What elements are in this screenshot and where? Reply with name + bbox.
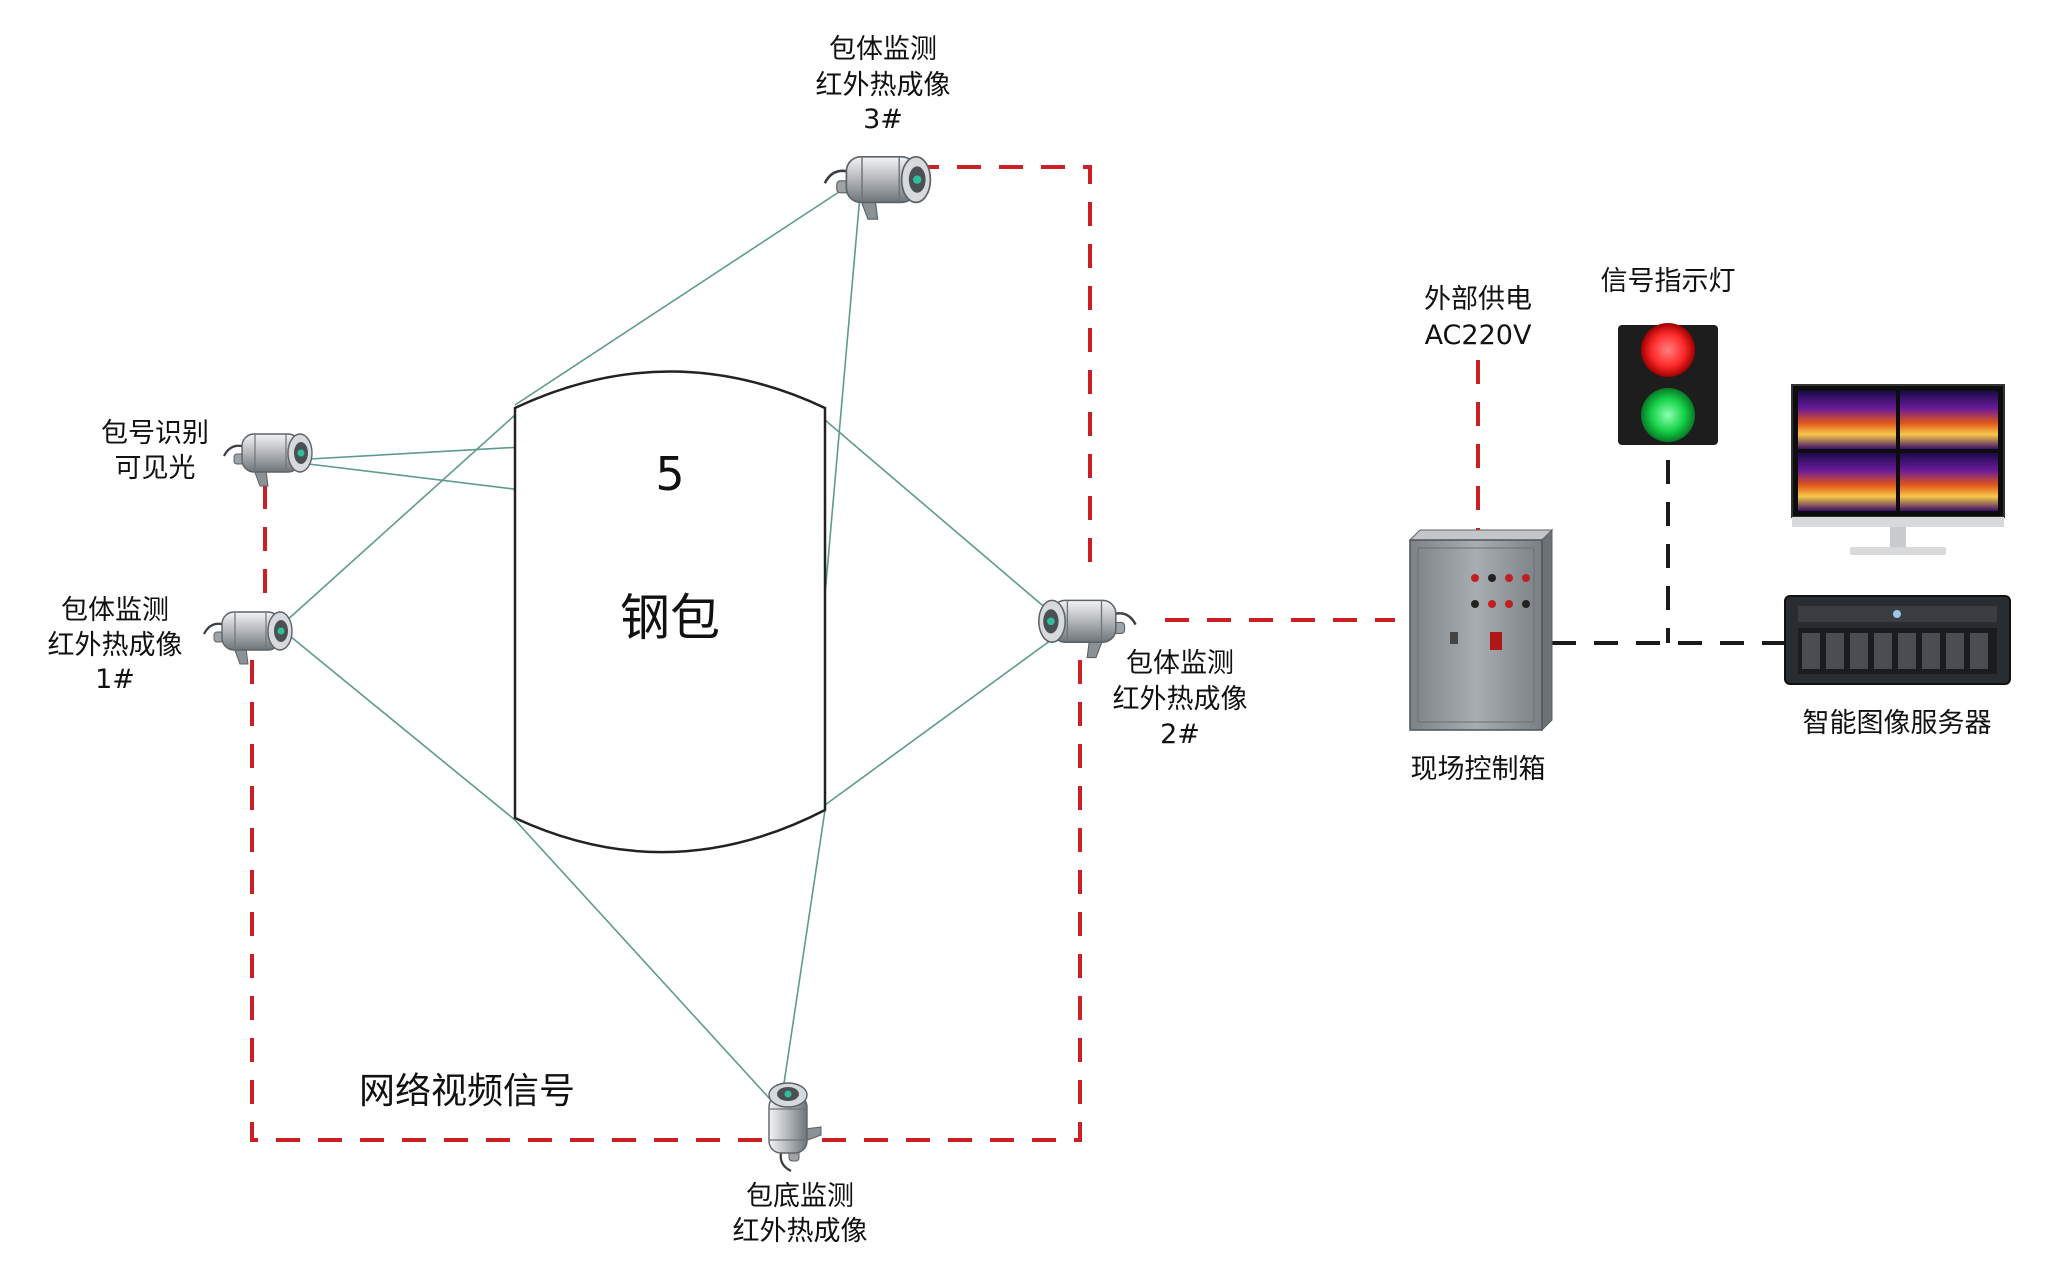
- cabinet-buttons: [1450, 574, 1530, 650]
- camera-label-line: 包号识别: [101, 418, 209, 449]
- visible-camera-icon: [222, 432, 314, 488]
- sight-line: [284, 631, 516, 821]
- camera-label-line: 红外热成像: [733, 1216, 868, 1247]
- green-light: [1641, 388, 1695, 442]
- sight-line: [284, 414, 516, 623]
- red-light: [1641, 323, 1695, 377]
- camera-label-line: 包体监测: [61, 595, 169, 626]
- wire-left-bottom: [250, 610, 1082, 1142]
- camera-2-right: 包体监测 红外热成像 2#: [1037, 599, 1248, 750]
- ladle-number: 5: [655, 447, 684, 501]
- sight-line: [824, 631, 1063, 806]
- traffic-light-icon: [1618, 323, 1718, 445]
- camera-label-line: 3#: [863, 104, 903, 135]
- thermal-camera-icon: [823, 155, 932, 221]
- power-label-line: AC220V: [1425, 320, 1532, 351]
- camera-label-line: 2#: [1160, 719, 1200, 750]
- ladle-label: 钢包: [620, 589, 720, 647]
- steel-ladle: 5 钢包: [513, 370, 827, 854]
- camera-label-line: 红外热成像: [1113, 684, 1248, 715]
- thermal-camera-icon: [202, 610, 294, 666]
- rack-server-icon: [1784, 595, 2011, 685]
- network-video-signal-label: 网络视频信号: [359, 1071, 575, 1112]
- camera-label-line: 红外热成像: [816, 70, 951, 101]
- camera-label-line: 包体监测: [1126, 648, 1234, 679]
- camera-id-visible: 包号识别 可见光: [101, 418, 314, 488]
- thermal-camera-icon: [1037, 599, 1137, 659]
- sight-line: [514, 819, 781, 1111]
- camera-sight-lines: [284, 187, 1063, 1111]
- sight-line: [824, 194, 861, 596]
- signal-wiring: [1552, 460, 1790, 645]
- camera-3-top: 包体监测 红外热成像 3#: [816, 34, 951, 221]
- camera-label-line: 包体监测: [829, 34, 937, 65]
- camera-label-line: 包底监测: [746, 1181, 854, 1212]
- monitor-icon: [1791, 384, 2005, 555]
- camera-bottom: 包底监测 红外热成像: [733, 1081, 868, 1247]
- thermal-camera-icon: [767, 1081, 823, 1173]
- sight-line: [824, 419, 1063, 623]
- network-wiring: [250, 165, 1480, 1142]
- camera-label-line: 1#: [95, 664, 135, 695]
- sight-line: [514, 187, 846, 406]
- control-box-label: 现场控制箱: [1411, 754, 1546, 785]
- server-label: 智能图像服务器: [1803, 708, 1992, 739]
- ladle-outline: [513, 370, 827, 854]
- camera-label-line: 红外热成像: [48, 630, 183, 661]
- sight-line: [779, 809, 826, 1111]
- camera-label-line: 可见光: [115, 453, 196, 484]
- camera-1-left: 包体监测 红外热成像 1#: [48, 595, 294, 695]
- wire-right-top: [915, 165, 1092, 570]
- signal-light-label: 信号指示灯: [1601, 266, 1736, 297]
- control-cabinet-icon: [1408, 528, 1554, 732]
- power-label-line: 外部供电: [1424, 284, 1532, 315]
